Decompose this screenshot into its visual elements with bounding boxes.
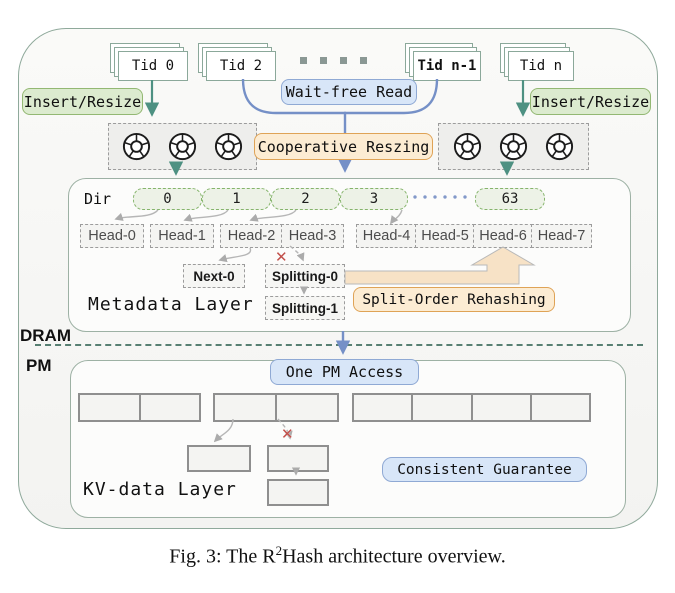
head-6-box: Head-6 <box>473 224 533 248</box>
thread-label-tid2: Tid 2 <box>206 51 276 81</box>
kv-segment-box <box>352 393 591 422</box>
kv-cell <box>215 395 275 420</box>
pm-region-label: PM <box>26 356 52 375</box>
dir-cell-3: 3 <box>340 188 408 210</box>
thread-label-tid0: Tid 0 <box>118 51 188 81</box>
caption-text: Fig. 3: The R <box>169 545 276 568</box>
head-4-box: Head-4 <box>356 224 417 248</box>
thread-stack-tid2: Tid 2 <box>198 43 276 81</box>
wheel-icon <box>499 132 528 161</box>
dir-ellipsis-icon <box>410 194 470 200</box>
kv-cell <box>411 395 470 420</box>
kv-node-box <box>267 479 329 506</box>
next-0-box: Next-0 <box>183 264 245 288</box>
caption-text: Hash architecture overview. <box>282 545 506 568</box>
head-1-box: Head-1 <box>150 224 214 248</box>
invalid-cross-icon: ✕ <box>275 248 288 266</box>
wheel-icon <box>214 132 242 161</box>
figure-caption: Fig. 3: The R2Hash architecture overview… <box>0 543 675 569</box>
insert-resize-left-badge: Insert/Resize <box>22 88 143 115</box>
kv-cell <box>80 395 139 420</box>
dram-pm-divider <box>35 344 643 346</box>
kv-cell <box>138 395 200 420</box>
caption-superscript: 2 <box>275 543 283 558</box>
head-3-box: Head-3 <box>281 224 344 248</box>
head-5-box: Head-5 <box>415 224 475 248</box>
wheel-icon <box>168 132 197 161</box>
split-order-rehashing-badge: Split-Order Rehashing <box>353 287 555 312</box>
consistent-guarantee-badge: Consistent Guarantee <box>382 457 587 482</box>
kv-cell <box>275 395 337 420</box>
dir-cell-1: 1 <box>202 188 271 210</box>
kv-segment-box <box>78 393 201 422</box>
metadata-layer-title: Metadata Layer <box>88 294 254 315</box>
head-7-box: Head-7 <box>531 224 592 248</box>
wheel-icon <box>123 132 151 161</box>
kv-cell <box>470 395 530 420</box>
dir-label: Dir <box>84 190 112 208</box>
wheel-icon <box>546 132 574 161</box>
invalid-cross-icon: ✕ <box>281 425 294 443</box>
kv-data-layer-title: KV-data Layer <box>83 479 237 500</box>
thread-stack-tidn: Tid n <box>500 43 574 81</box>
thread-stack-tidn1: Tid n-1 <box>405 43 481 81</box>
insert-resize-right-badge: Insert/Resize <box>530 88 651 115</box>
thread-ellipsis-icon <box>340 57 347 64</box>
kv-segment-box <box>213 393 339 422</box>
thread-label-tidn: Tid n <box>508 51 574 81</box>
kv-cell <box>354 395 411 420</box>
thread-label-tidn1: Tid n-1 <box>413 51 481 81</box>
splitting-0-box: Splitting-0 <box>265 264 345 288</box>
head-0-box: Head-0 <box>80 224 144 248</box>
kv-node-box <box>187 445 251 472</box>
dir-cell-2: 2 <box>271 188 340 210</box>
wait-free-read-badge: Wait-free Read <box>281 79 417 105</box>
one-pm-access-badge: One PM Access <box>270 359 419 385</box>
wheel-icon <box>453 132 481 161</box>
kv-node-box <box>267 445 329 472</box>
thread-pool-box-left <box>108 123 257 170</box>
splitting-1-box: Splitting-1 <box>265 296 345 320</box>
dram-region-label: DRAM <box>20 326 71 345</box>
dir-cell-63: 63 <box>475 188 545 210</box>
dir-cell-0: 0 <box>133 188 202 210</box>
kv-cell <box>529 395 589 420</box>
thread-ellipsis-icon <box>300 57 307 64</box>
cooperative-resizing-badge: Cooperative Reszing <box>254 133 433 160</box>
head-2-box: Head-2 <box>220 224 283 248</box>
thread-stack-tid0: Tid 0 <box>110 43 188 81</box>
kv-data-layer-box <box>70 360 626 518</box>
thread-pool-box-right <box>438 123 589 170</box>
thread-ellipsis-icon <box>360 57 367 64</box>
thread-ellipsis-icon <box>320 57 327 64</box>
